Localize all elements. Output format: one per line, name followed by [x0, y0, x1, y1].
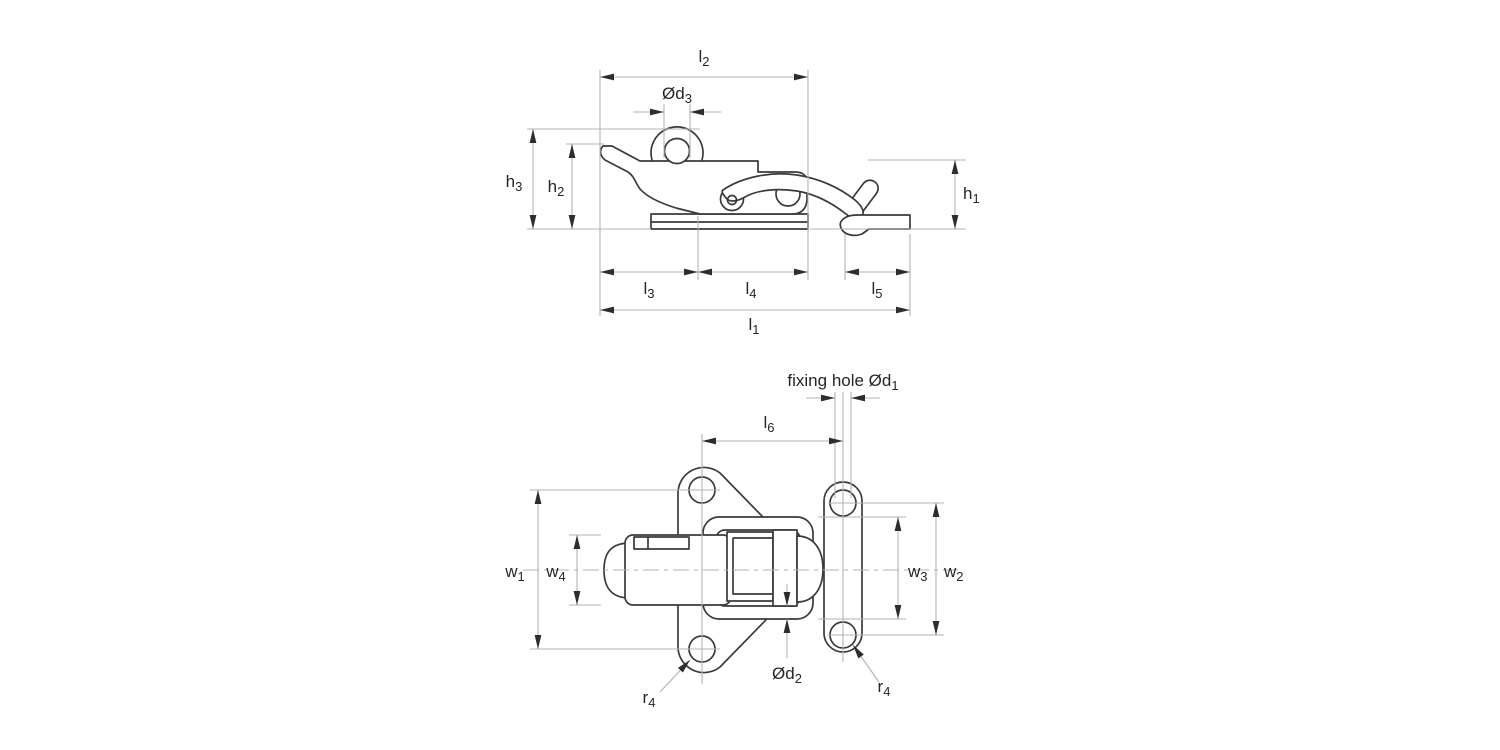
plan-lever-slot — [633, 536, 690, 550]
plan-view-labels: fixing hole Ød1 l6 w1 w4 w3 w2 Ød2 r4 r4 — [504, 371, 963, 710]
plan-slider-body — [726, 531, 774, 602]
side-view-dimension-lines — [527, 70, 966, 316]
dim-label-r4-right: r4 — [878, 677, 891, 699]
side-catch-plate — [839, 214, 911, 237]
side-bail-eye-center — [726, 194, 738, 206]
dim-label-l3: l3 — [643, 279, 654, 301]
dim-label-l5: l5 — [871, 279, 882, 301]
dim-label-w4: w4 — [545, 562, 566, 584]
plan-catch-hook — [796, 535, 824, 603]
side-wire-bail — [721, 172, 865, 220]
dim-label-h2: h2 — [548, 177, 565, 199]
leader-line-r4-left — [659, 659, 691, 693]
dim-label-r4-left: r4 — [643, 688, 656, 710]
dim-label-w3: w3 — [907, 562, 928, 584]
side-view-labels: l2 Ød3 h3 h2 h1 l3 l4 l5 l1 — [506, 47, 980, 337]
dim-label-l2: l2 — [698, 47, 709, 69]
side-eyelet-outer-arc — [650, 126, 704, 161]
leader-line-r4-right — [852, 644, 880, 683]
dim-label-h1: h1 — [963, 184, 980, 206]
dim-label-w1: w1 — [504, 562, 525, 584]
dim-label-l1: l1 — [748, 315, 759, 337]
label-fixing-hole-d1: fixing hole Ød1 — [787, 371, 898, 393]
dim-label-l6: l6 — [763, 413, 774, 435]
dim-label-w2: w2 — [943, 562, 964, 584]
dim-label-d2: Ød2 — [772, 664, 802, 686]
side-eyelet-hole — [663, 137, 691, 165]
side-view: l2 Ød3 h3 h2 h1 l3 l4 l5 l1 — [506, 47, 980, 337]
plan-cross-strap — [772, 529, 798, 607]
plan-view-dimension-lines — [523, 392, 958, 693]
plan-view: fixing hole Ød1 l6 w1 w4 w3 w2 Ød2 r4 r4 — [504, 371, 963, 710]
dim-label-h3: h3 — [506, 172, 523, 194]
dim-label-d3: Ød3 — [662, 84, 692, 106]
dim-label-l4: l4 — [745, 279, 756, 301]
side-lever-arm — [599, 145, 808, 215]
side-view-parts — [599, 126, 911, 237]
